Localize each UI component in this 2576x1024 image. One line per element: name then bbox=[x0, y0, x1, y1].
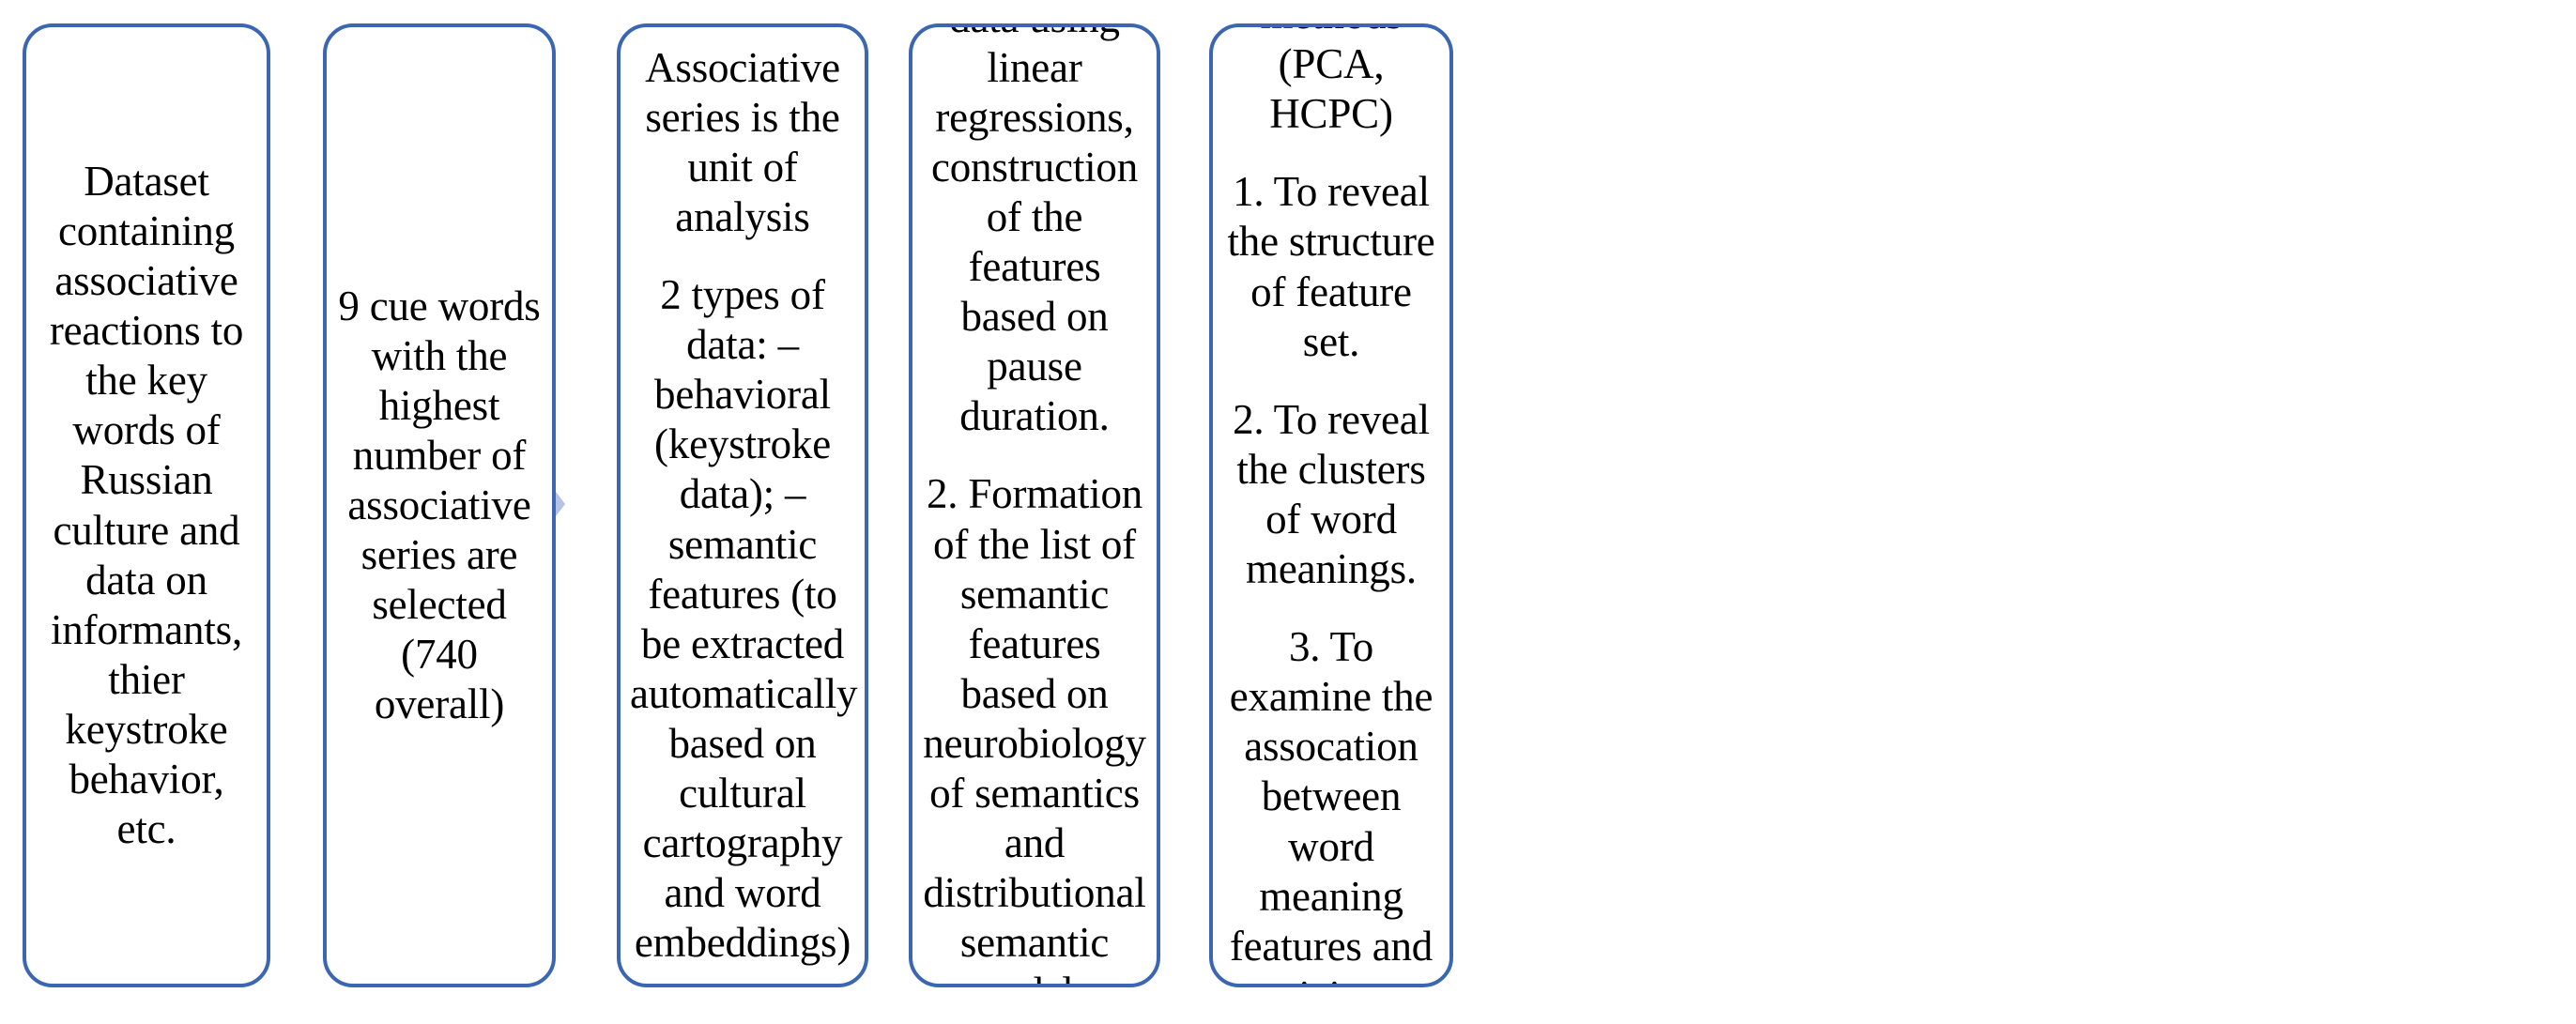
stage-4-paragraph-2: 2. Formation of the list of semantic fea… bbox=[923, 470, 1146, 984]
stage-5-paragraph-1: The use of multidimensional methods (PCA… bbox=[1260, 27, 1402, 138]
stage-5-paragraph-4: 3. To examine the assocation between wor… bbox=[1229, 623, 1434, 984]
stage-5-paragraph-2: 1. To reveal the structure of feature se… bbox=[1227, 168, 1435, 365]
stage-2-paragraph-1: 9 cue words with the highest number of a… bbox=[338, 282, 541, 728]
stage-5-paragraph-3: 2. To reveal the clusters of word meanin… bbox=[1233, 395, 1430, 593]
stage-3-paragraph-2: 2 types of data: – behavioral (keystroke… bbox=[630, 271, 858, 967]
stage-box-unit-of-analysis[interactable]: Associative series is the unit of analys… bbox=[617, 23, 868, 987]
stage-3-paragraph-1: Associative series is the unit of analys… bbox=[645, 43, 840, 240]
stage-4-paragraph-1: 1. Analysis of keystroke data using line… bbox=[930, 27, 1139, 440]
stage-box-multidimensional-methods[interactable]: The use of multidimensional methods (PCA… bbox=[1209, 23, 1453, 987]
stage-box-cue-word-selection[interactable]: 9 cue words with the highest number of a… bbox=[323, 23, 556, 987]
stage-box-feature-construction[interactable]: 1. Analysis of keystroke data using line… bbox=[909, 23, 1160, 987]
stage-1-paragraph-1: Dataset containing associative reactions… bbox=[49, 157, 244, 853]
stage-box-dataset[interactable]: Dataset containing associative reactions… bbox=[23, 23, 270, 987]
